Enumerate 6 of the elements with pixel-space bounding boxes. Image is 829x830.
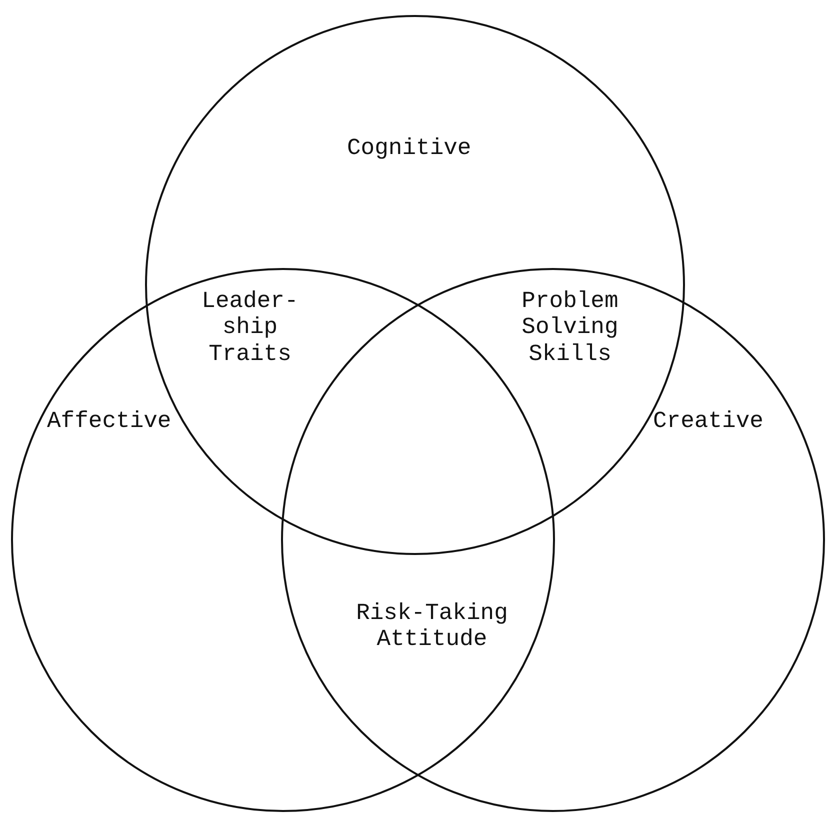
circle-label: Affective xyxy=(47,408,172,434)
region-label: Risk-Taking Attitude xyxy=(355,600,509,653)
region-label: Leader- ship Traits xyxy=(200,288,300,368)
circle-label: Creative xyxy=(653,408,764,434)
circle-label: Cognitive xyxy=(347,135,472,162)
region-label: Problem Solving Skills xyxy=(520,288,620,368)
